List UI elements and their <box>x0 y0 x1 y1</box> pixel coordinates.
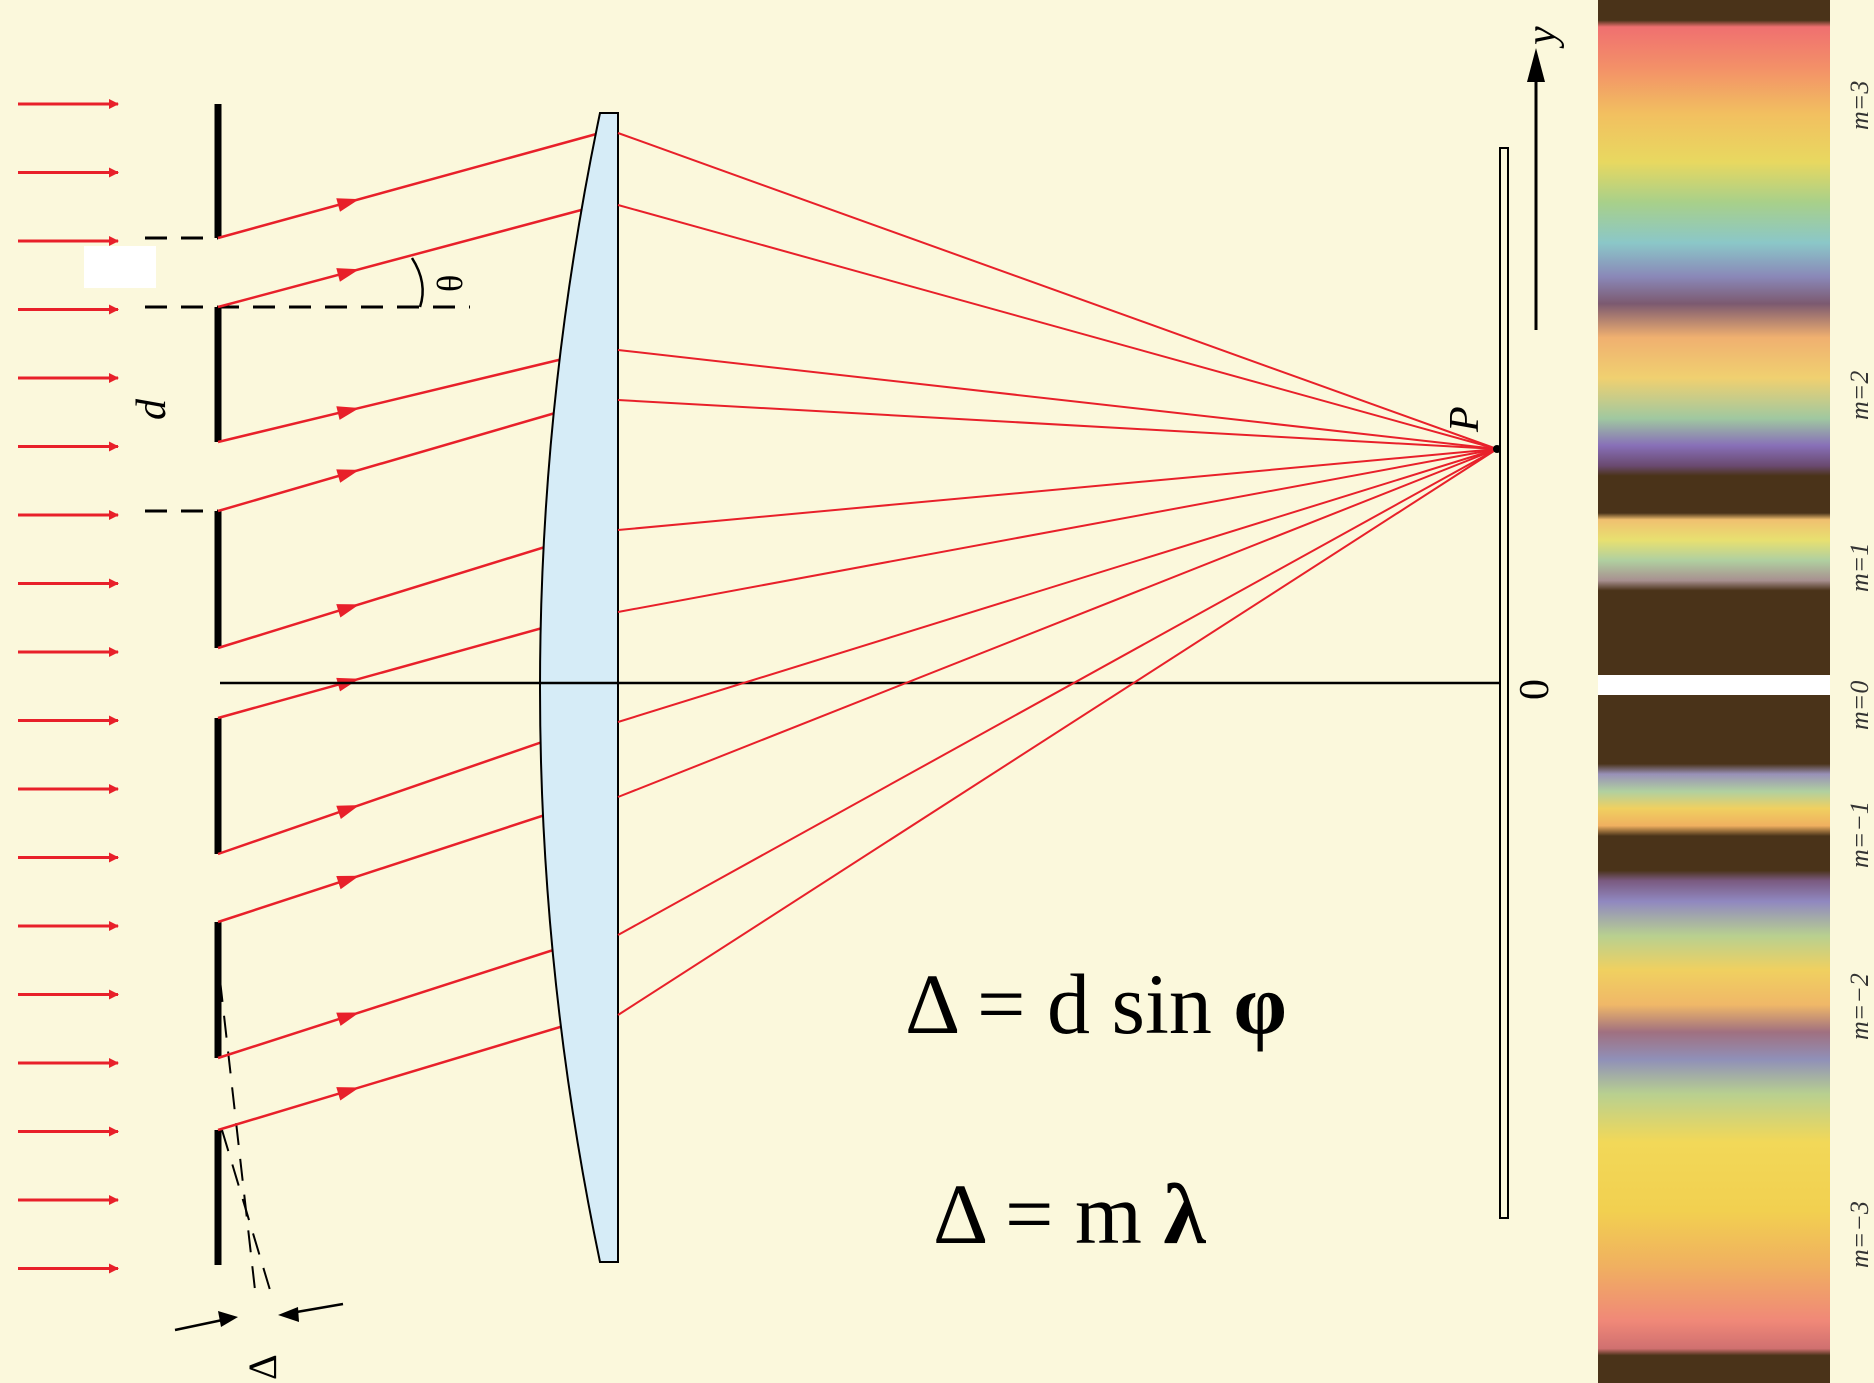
equation-max-condition: Δ = m λ <box>933 1166 1206 1262</box>
ray-arrowhead <box>336 875 360 890</box>
ray-arrowhead <box>336 198 360 212</box>
ray-segment <box>217 203 601 309</box>
order-label: m=−3 <box>1845 1201 1874 1268</box>
ray-segment <box>217 348 601 444</box>
dash-path-diff-left <box>219 979 256 1291</box>
ray-arrowhead <box>336 406 360 420</box>
order-label: m=1 <box>1845 543 1874 592</box>
focused-ray <box>617 204 1498 450</box>
order-label: m=0 <box>1845 681 1874 730</box>
ray-segment <box>217 398 601 513</box>
ray-segment <box>217 1013 601 1132</box>
ray-arrowhead <box>336 268 360 282</box>
angle-arc <box>410 257 424 308</box>
focused-ray <box>617 349 1498 450</box>
order-labels: m=3 m=2 m=1 m=0 m=−1 m=−2 m=−3 <box>1845 81 1874 1268</box>
ray-segment <box>217 720 601 856</box>
ray-segment <box>217 933 601 1060</box>
ray-segment <box>217 795 601 924</box>
path-difference-markers <box>174 1302 344 1332</box>
ray-segment <box>217 131 601 240</box>
spectrum-lower <box>1598 695 1830 1383</box>
focused-ray <box>617 399 1498 450</box>
spectrum-upper <box>1598 0 1830 675</box>
focused-ray <box>617 132 1498 450</box>
focused-ray <box>617 448 1498 798</box>
equation-2-text: Δ = m <box>933 1166 1163 1262</box>
order-label: m=−2 <box>1845 973 1874 1040</box>
lambda-symbol: λ <box>1163 1166 1206 1262</box>
diffracted-rays <box>217 131 601 1132</box>
origin-label: 0 <box>1512 679 1558 700</box>
point-p-dot <box>1493 445 1501 453</box>
converging-lens <box>539 112 619 1263</box>
focused-ray <box>617 448 1498 936</box>
spectrum-strip <box>1598 0 1830 1383</box>
focused-rays <box>617 132 1498 1016</box>
equation-path-difference: Δ = d sin φ <box>905 956 1287 1052</box>
delta-arrowhead-right <box>278 1307 299 1322</box>
path-difference-label: Δ <box>240 1354 285 1380</box>
focused-ray <box>617 448 1498 613</box>
spectrum-gap <box>1598 675 1830 695</box>
order-label: m=3 <box>1845 81 1874 130</box>
ray-arrowhead <box>336 604 360 618</box>
equation-1-text: Δ = d sin <box>905 956 1233 1052</box>
focused-ray <box>617 448 1498 1016</box>
screen <box>1499 147 1509 1219</box>
ray-arrowhead <box>336 469 360 483</box>
ray-arrowhead <box>336 1087 360 1101</box>
slit-spacing-label: d <box>129 398 175 420</box>
focused-ray <box>617 448 1498 531</box>
ray-segment <box>217 610 601 720</box>
construction-lines <box>145 236 470 1291</box>
y-axis-arrowhead <box>1527 48 1545 82</box>
ray-arrowhead <box>336 677 360 692</box>
angle-label: θ <box>430 275 470 292</box>
ray-arrowhead <box>336 805 360 819</box>
incident-light-arrows <box>18 99 119 1274</box>
ray-arrowhead <box>336 1012 360 1026</box>
order-label: m=−1 <box>1845 801 1874 868</box>
focused-ray <box>617 448 1498 723</box>
delta-arrowhead-left <box>218 1311 238 1327</box>
order-label: m=2 <box>1845 371 1874 420</box>
y-axis-label: y <box>1519 26 1565 49</box>
phi-symbol: φ <box>1233 956 1287 1052</box>
ray-segment <box>217 528 601 650</box>
dash-path-diff-right <box>221 1129 271 1291</box>
label-mask <box>84 246 156 288</box>
point-p-label: P <box>1442 406 1488 433</box>
